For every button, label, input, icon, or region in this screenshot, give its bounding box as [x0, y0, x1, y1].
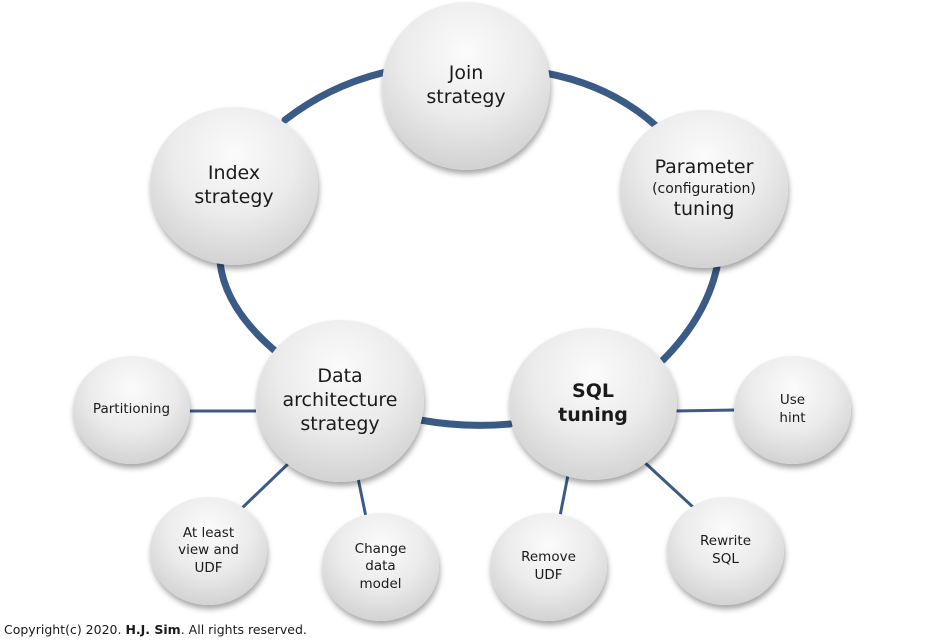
- connector-use-hint: [673, 408, 737, 413]
- leaf-partitioning-line-1: Partitioning: [92, 401, 171, 418]
- copyright-prefix: Copyright(c) 2020.: [4, 622, 126, 637]
- node-parameter-line-2: (configuration): [652, 180, 756, 197]
- connector-rewrite-sql: [640, 458, 696, 510]
- leaf-partitioning: Partitioning: [73, 356, 190, 464]
- ring-index-join: [281, 68, 390, 124]
- node-index-strategy: Index strategy: [150, 107, 318, 265]
- node-join-line-2: strategy: [426, 86, 506, 108]
- leaf-remove-line-1: Remove: [521, 549, 576, 566]
- leaf-hint-line-1: Use: [779, 392, 806, 409]
- ring-data-index: [216, 258, 284, 359]
- node-data-architecture-strategy: Data architecture strategy: [256, 320, 424, 482]
- leaf-hint-line-2: hint: [779, 410, 806, 426]
- node-parameter-tuning: Parameter (configuration) tuning: [620, 110, 788, 268]
- node-data-line-3: strategy: [300, 412, 380, 435]
- copyright-notice: Copyright(c) 2020. H.J. Sim. All rights …: [4, 622, 307, 637]
- ring-parameter-sql: [659, 258, 722, 364]
- node-data-line-2: architecture: [282, 389, 398, 412]
- leaf-remove-udf: Remove UDF: [490, 513, 607, 621]
- node-parameter-line-3: tuning: [673, 198, 735, 221]
- node-join-strategy: Join strategy: [382, 2, 550, 170]
- leaf-change-line-3: model: [359, 575, 402, 592]
- copyright-suffix: . All rights reserved.: [180, 622, 307, 637]
- connector-change-model: [356, 477, 368, 518]
- ring-sql-data: [416, 416, 514, 429]
- leaf-rewrite-line-2: SQL: [712, 551, 739, 567]
- leaf-remove-line-2: UDF: [534, 567, 563, 583]
- node-sql-line-1: SQL: [572, 380, 614, 403]
- leaf-rewrite-sql: Rewrite SQL: [667, 497, 784, 605]
- leaf-at-least-line-2: view and: [178, 542, 239, 559]
- leaf-at-least-line-3: UDF: [194, 559, 223, 576]
- node-data-line-1: Data: [317, 365, 363, 388]
- node-index-line-1: Index: [207, 162, 261, 185]
- node-sql-tuning: SQL tuning: [509, 328, 677, 480]
- leaf-at-least-view-udf: At least view and UDF: [150, 497, 267, 605]
- node-parameter-line-1: Parameter: [654, 155, 754, 178]
- node-join-line-1: Join: [448, 62, 484, 85]
- leaf-at-least-line-1: At least: [182, 524, 235, 541]
- connector-remove-udf: [558, 474, 570, 517]
- node-sql-line-2: tuning: [558, 404, 628, 426]
- leaf-change-line-1: Change: [354, 540, 407, 557]
- leaf-change-line-2: data: [365, 558, 396, 575]
- copyright-author: H.J. Sim: [125, 622, 181, 637]
- leaf-change-data-model: Change data model: [322, 513, 439, 621]
- connector-at-least: [238, 460, 292, 512]
- ring-join-parameter: [541, 69, 659, 129]
- leaf-rewrite-line-1: Rewrite: [699, 533, 752, 550]
- leaf-use-hint: Use hint: [734, 356, 851, 464]
- node-index-line-2: strategy: [194, 186, 274, 208]
